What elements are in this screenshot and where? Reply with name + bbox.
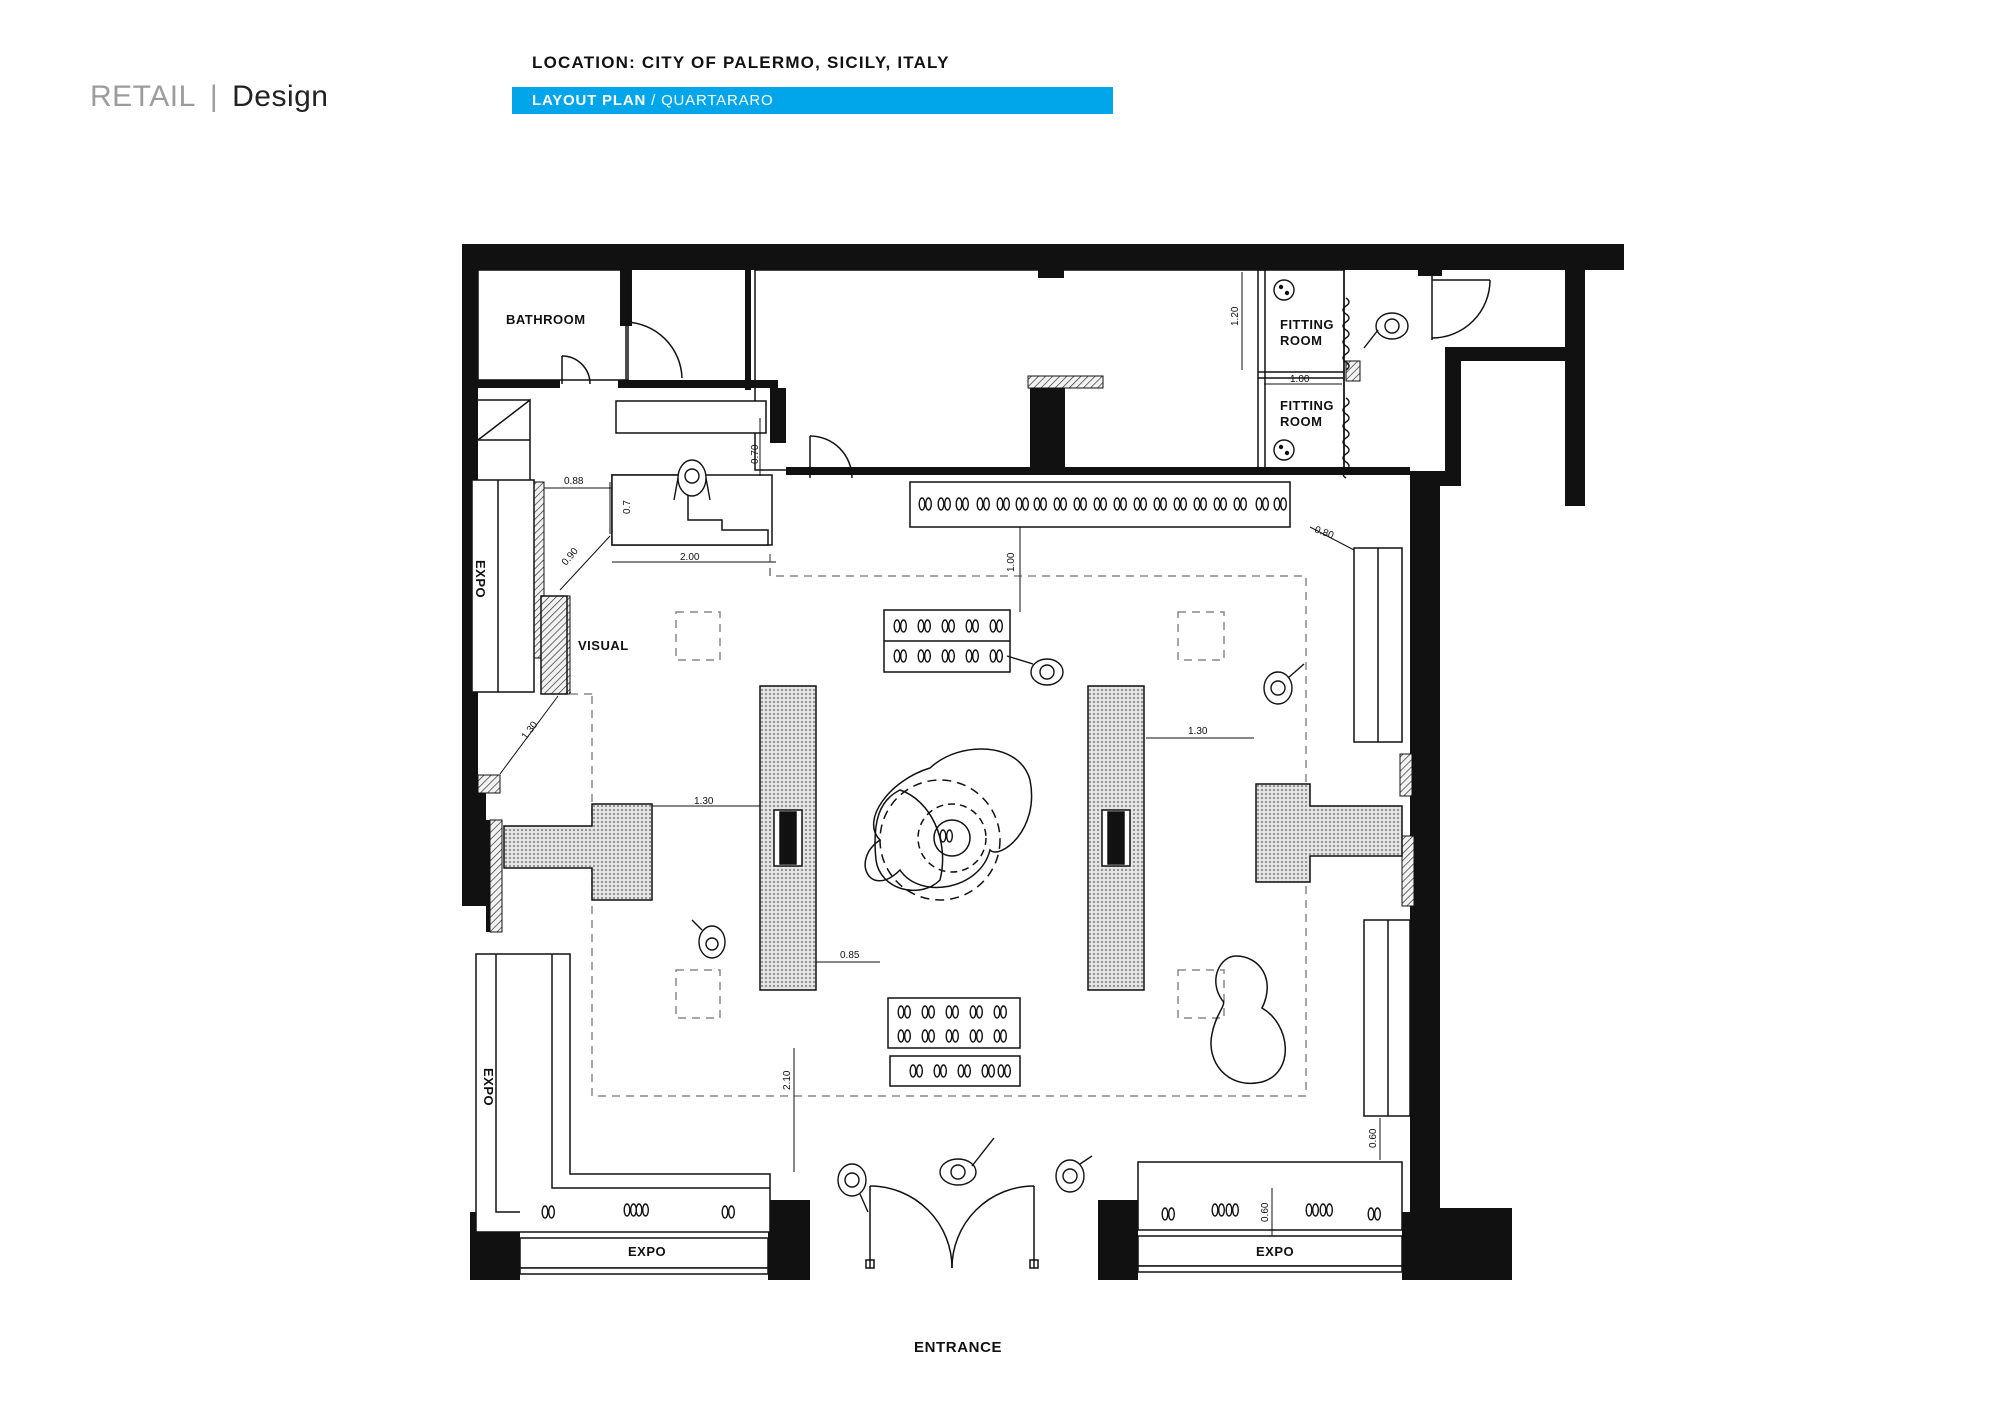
island-displays	[864, 748, 1287, 1085]
dim-0-80: 0.80	[1313, 524, 1335, 541]
dim-2-00: 2.00	[680, 552, 700, 563]
brand-title: RETAIL | Design	[90, 80, 329, 114]
label-entrance: ENTRANCE	[914, 1339, 1002, 1356]
partitions	[477, 269, 1345, 694]
dim-0-70: 0.70	[750, 444, 761, 464]
dim-1-30-left: 1.30	[694, 796, 714, 807]
shoe-displays	[541, 497, 1382, 1221]
label-bathroom: BATHROOM	[506, 312, 586, 327]
dim-1-30-right: 1.30	[1188, 726, 1208, 737]
plan-separator: /	[651, 92, 657, 109]
brand-separator: |	[209, 80, 219, 113]
label-fitting-room-2-line2: ROOM	[1280, 414, 1322, 429]
dimension-lines	[499, 272, 1381, 1236]
dim-2-10: 2.10	[782, 1070, 793, 1090]
plan-title-bar: LAYOUT PLAN / QUARTARARO	[512, 87, 1113, 114]
dim-0-60-right: 0.60	[1368, 1128, 1379, 1148]
label-fitting-room-1-line1: FITTING	[1280, 317, 1334, 332]
label-visual: VISUAL	[578, 638, 629, 653]
label-expo-left-bottom: EXPO	[481, 1068, 496, 1106]
dim-1-00: 1.00	[1290, 374, 1310, 385]
plan-type: LAYOUT PLAN	[532, 92, 647, 109]
dim-0-60-expo: 0.60	[1260, 1202, 1271, 1222]
walls	[462, 244, 1624, 1280]
label-fitting-room-1-line2: ROOM	[1280, 333, 1322, 348]
plan-name: QUARTARARO	[661, 92, 774, 109]
dim-0-88: 0.88	[564, 476, 584, 487]
doors	[561, 270, 1491, 1269]
dim-1-00-vertical: 1.00	[1006, 552, 1017, 572]
dim-1-20: 1.20	[1230, 306, 1241, 326]
label-expo-bottom-left: EXPO	[628, 1244, 666, 1259]
dim-0-85: 0.85	[840, 950, 860, 961]
gondolas	[503, 685, 1403, 991]
brand-primary: RETAIL	[90, 80, 196, 113]
brand-secondary: Design	[232, 80, 329, 113]
people-figures	[673, 312, 1409, 1213]
label-fitting-room-2-line1: FITTING	[1280, 398, 1334, 413]
dim-0-7: 0.7	[622, 500, 633, 514]
location-heading: LOCATION: CITY OF PALERMO, SICILY, ITALY	[532, 53, 950, 72]
label-expo-left-top: EXPO	[473, 560, 488, 598]
label-expo-bottom-right: EXPO	[1256, 1244, 1294, 1259]
dim-0-90: 0.90	[560, 546, 581, 568]
room-labels: BATHROOM FITTING ROOM FITTING ROOM VISUA…	[473, 312, 1334, 1356]
fitting-room-fixtures	[1273, 279, 1350, 479]
